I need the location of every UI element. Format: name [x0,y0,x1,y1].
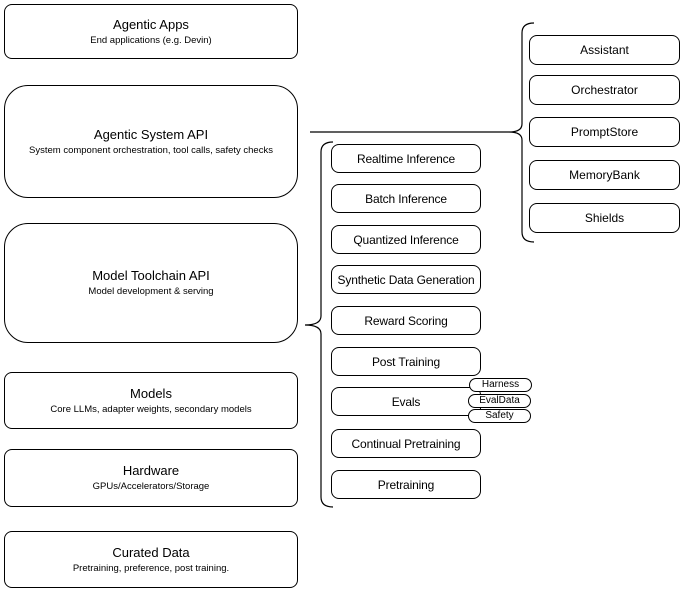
tag-evaldata: EvalData [468,394,531,408]
node-batch-inference: Batch Inference [331,184,481,213]
box-curated-data: Curated Data Pretraining, preference, po… [4,531,298,588]
box-subtitle: GPUs/Accelerators/Storage [92,481,210,492]
node-shields: Shields [529,203,680,233]
node-continual-pretraining: Continual Pretraining [331,429,481,458]
node-synthetic-data-generation: Synthetic Data Generation [331,265,481,294]
node-realtime-inference: Realtime Inference [331,144,481,173]
box-models: Models Core LLMs, adapter weights, secon… [4,372,298,429]
box-subtitle: Model development & serving [88,286,214,297]
node-pretraining: Pretraining [331,470,481,499]
tag-harness: Harness [469,378,532,392]
box-title: Hardware [122,463,180,478]
box-subtitle: Pretraining, preference, post training. [72,562,230,574]
box-hardware: Hardware GPUs/Accelerators/Storage [4,449,298,507]
node-reward-scoring: Reward Scoring [331,306,481,335]
box-title: Curated Data [112,544,190,560]
box-agentic-system-api: Agentic System API System component orch… [4,85,298,198]
box-subtitle: System component orchestration, tool cal… [29,144,273,156]
node-evals: Evals [331,387,481,416]
toolchain-group-brace [304,141,334,508]
node-post-training: Post Training [331,347,481,376]
node-memorybank: MemoryBank [529,160,680,190]
box-title: Model Toolchain API [92,268,210,283]
node-promptstore: PromptStore [529,117,680,147]
node-assistant: Assistant [529,35,680,65]
box-agentic-apps: Agentic Apps End applications (e.g. Devi… [4,4,298,59]
box-title: Agentic Apps [113,16,189,32]
box-subtitle: End applications (e.g. Devin) [90,34,212,46]
box-title: Models [130,385,172,401]
node-orchestrator: Orchestrator [529,75,680,105]
tag-safety: Safety [468,409,531,423]
node-quantized-inference: Quantized Inference [331,225,481,254]
box-model-toolchain-api: Model Toolchain API Model development & … [4,223,298,343]
box-title: Agentic System API [93,126,209,142]
box-subtitle: Core LLMs, adapter weights, secondary mo… [50,403,252,415]
